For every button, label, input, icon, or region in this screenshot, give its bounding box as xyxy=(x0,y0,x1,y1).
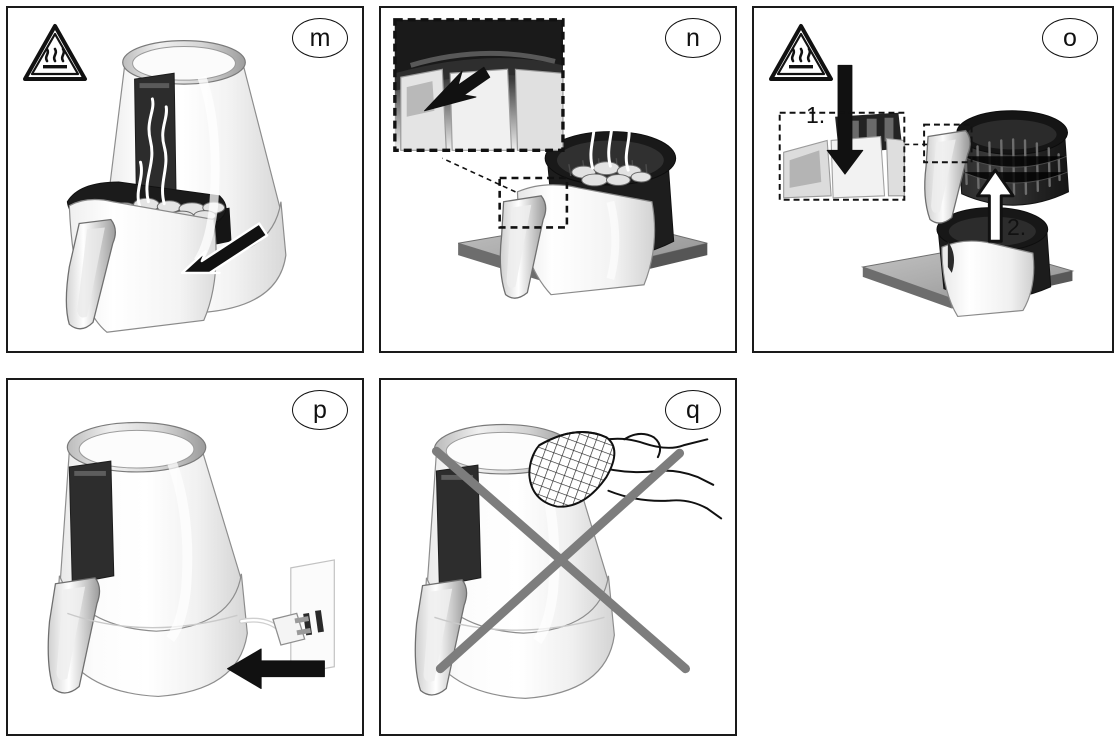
panel-o-scene xyxy=(754,8,1112,351)
panel-n-scene xyxy=(381,8,735,351)
magnified-detail-box xyxy=(393,18,565,153)
steam-lines xyxy=(136,97,168,208)
inner-mesh-basket xyxy=(956,110,1070,206)
panel-n: n xyxy=(379,6,737,353)
panel-q-scene xyxy=(381,380,735,734)
panel-q: q xyxy=(379,378,737,736)
panel-p: p xyxy=(6,378,364,736)
hot-surface-warning-icon xyxy=(22,22,88,84)
panel-m-scene xyxy=(8,8,362,351)
unplug-arrow xyxy=(227,648,325,690)
hot-surface-warning-icon xyxy=(768,22,834,84)
panel-o: 1. 2. o xyxy=(752,6,1114,353)
lift-inner-basket-arrow xyxy=(976,168,1015,243)
panel-label-q: q xyxy=(665,390,721,430)
panel-label-p: p xyxy=(292,390,348,430)
prohibition-cross xyxy=(431,446,691,674)
panel-label-o: o xyxy=(1042,18,1098,58)
scouring-pad xyxy=(528,431,616,508)
panel-m: m xyxy=(6,6,364,353)
press-release-button-arrow xyxy=(826,64,864,175)
step-number-2: 2. xyxy=(1007,214,1027,240)
panel-label-n: n xyxy=(665,18,721,58)
handle-reference-box xyxy=(923,123,973,164)
steam-lines xyxy=(589,69,631,172)
detail-source-box xyxy=(498,176,569,229)
release-button-detail-box xyxy=(778,64,906,201)
pull-out-basket-arrow xyxy=(180,222,269,275)
step-number-1: 1. xyxy=(806,102,826,128)
power-plug xyxy=(272,612,311,646)
panel-label-m: m xyxy=(292,18,348,58)
panel-p-scene xyxy=(8,380,362,734)
wall-socket xyxy=(290,559,335,676)
release-button-arrow xyxy=(424,66,491,112)
